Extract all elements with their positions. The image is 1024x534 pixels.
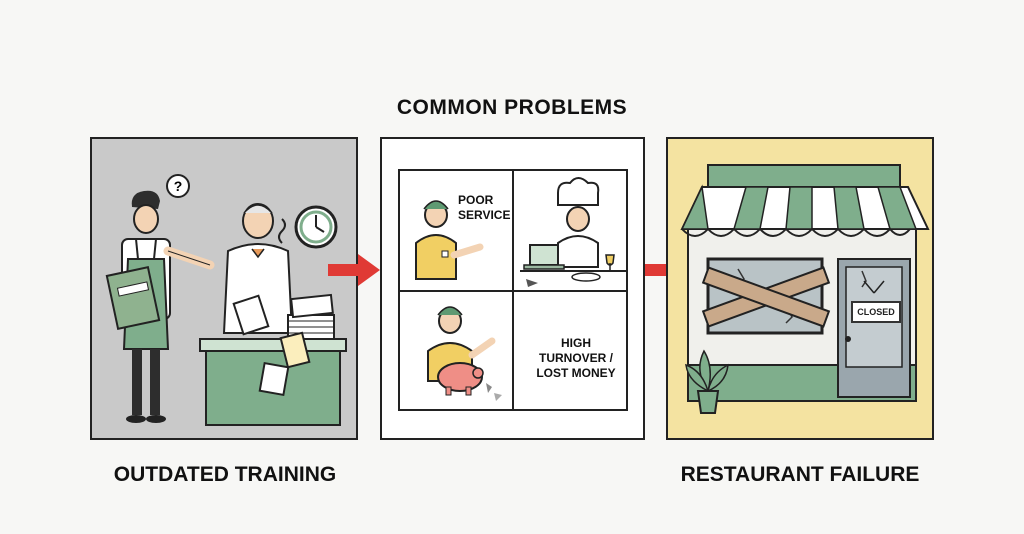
svg-text:?: ? (174, 178, 183, 194)
outdated-training-caption: OUTDATED TRAINING (60, 462, 390, 488)
piggy-bank-icon (438, 363, 483, 395)
diagram-title: COMMON PROBLEMS (0, 96, 1024, 120)
common-problems-panel: POOR SERVICE HIGH TURNOVER / LOST MONEY (380, 137, 645, 440)
turnover-label: HIGH TURNOVER / LOST MONEY (526, 336, 626, 381)
awning-icon (682, 165, 928, 236)
boarded-window-icon (703, 259, 829, 333)
question-bubble-icon: ? (167, 175, 189, 197)
clock-icon (279, 207, 336, 247)
chef-icon (558, 178, 598, 267)
wine-glass-icon (606, 255, 614, 271)
closed-sign: CLOSED (851, 301, 901, 323)
paper-stack-icon (288, 295, 334, 339)
outdated-training-illustration: ? (92, 139, 356, 438)
closed-restaurant-illustration (668, 139, 932, 438)
poor-service-label: POOR SERVICE (458, 193, 518, 223)
restaurant-failure-caption: RESTAURANT FAILURE (680, 462, 920, 488)
flow-arrow-1 (326, 252, 382, 288)
door-icon (838, 259, 910, 397)
laptop-icon (524, 245, 564, 269)
restaurant-failure-panel: CLOSED (666, 137, 934, 440)
problems-grid: POOR SERVICE HIGH TURNOVER / LOST MONEY (398, 169, 628, 411)
outdated-training-panel: ? (90, 137, 358, 440)
